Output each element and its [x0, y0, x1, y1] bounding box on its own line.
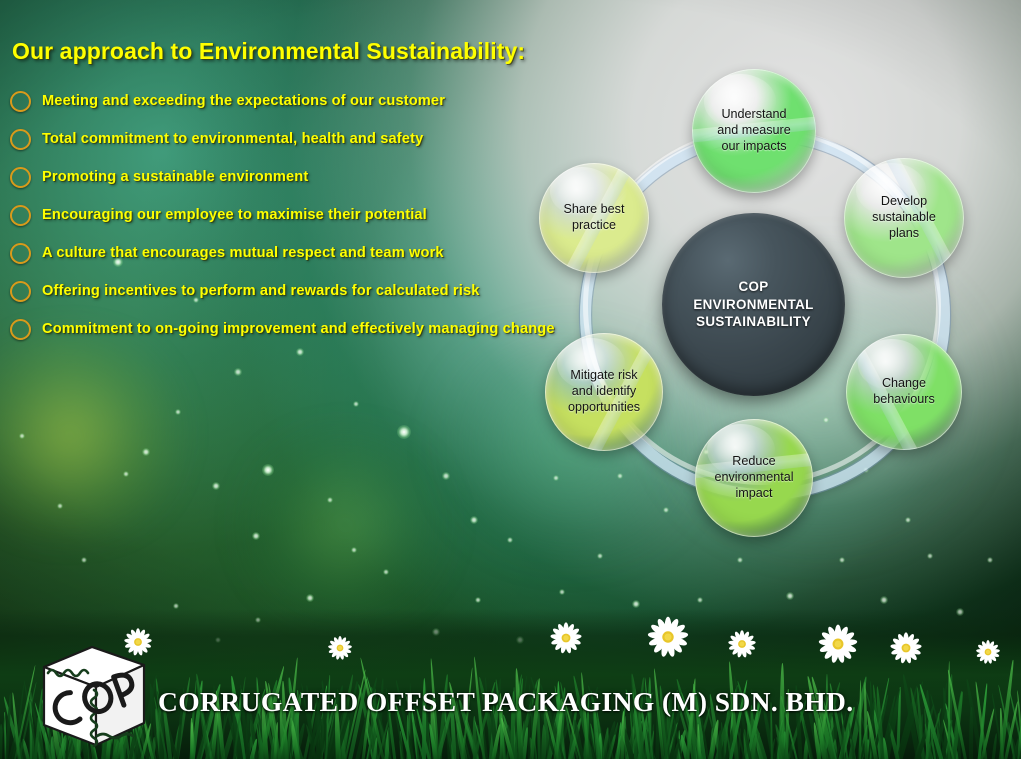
daisy-icon	[646, 615, 690, 659]
cop-logo-icon	[42, 645, 146, 748]
bullet-text: Meeting and exceeding the expectations o…	[42, 93, 446, 109]
bullet-text: Encouraging our employee to maximise the…	[42, 207, 427, 223]
node-label-line: Mitigate risk	[570, 368, 638, 383]
bullet-item: Total commitment to environmental, healt…	[10, 120, 660, 158]
bullet-text: Total commitment to environmental, healt…	[42, 131, 424, 147]
daisy-icon	[889, 631, 923, 665]
bullet-text: A culture that encourages mutual respect…	[42, 245, 444, 261]
bullet-circle-icon	[10, 128, 31, 150]
hub-label-line1: COP	[738, 278, 769, 294]
node-label-line: our impacts	[721, 138, 787, 153]
sustainability-cycle-diagram: COP ENVIRONMENTAL SUSTAINABILITY Underst…	[510, 35, 1021, 615]
page-title: Our approach to Environmental Sustainabi…	[12, 38, 526, 64]
diagram-hub-label: COP ENVIRONMENTAL SUSTAINABILITY	[693, 278, 813, 332]
bullet-circle-icon	[10, 242, 31, 264]
grass-strip	[0, 609, 1021, 759]
bullet-item: Offering incentives to perform and rewar…	[10, 272, 660, 310]
bullet-text: Promoting a sustainable environment	[42, 169, 309, 185]
diagram-hub: COP ENVIRONMENTAL SUSTAINABILITY	[662, 213, 845, 396]
grass-blade	[717, 730, 722, 759]
hub-label-line2: ENVIRONMENTAL	[693, 296, 814, 312]
node-label-line: behaviours	[873, 392, 935, 406]
bullet-item: A culture that encourages mutual respect…	[10, 234, 660, 272]
node-label-line: and measure	[717, 123, 791, 138]
node-label-line: plans	[888, 225, 920, 240]
bullet-item: Commitment to on-going improvement and e…	[10, 310, 660, 348]
bullet-text: Offering incentives to perform and rewar…	[42, 283, 480, 299]
bullet-item: Meeting and exceeding the expectations o…	[10, 82, 660, 120]
daisy-icon	[327, 635, 353, 661]
grass-blade	[968, 707, 973, 759]
bullet-text: Commitment to on-going improvement and e…	[42, 321, 555, 337]
node-label-line: environmental	[714, 470, 794, 485]
daisy-icon	[727, 629, 757, 659]
daisy-icon	[975, 639, 1001, 665]
node-label-line: Develop	[880, 194, 928, 209]
daisy-icon	[123, 627, 153, 657]
bullet-circle-icon	[10, 280, 31, 302]
node-label-line: and identify	[571, 384, 637, 399]
node-label-line: sustainable	[872, 210, 936, 225]
bullet-circle-icon	[10, 90, 31, 112]
bullet-item: Promoting a sustainable environment	[10, 158, 660, 196]
bullet-circle-icon	[10, 318, 31, 340]
daisy-icon	[549, 621, 583, 655]
approach-bullet-list: Meeting and exceeding the expectations o…	[10, 82, 660, 348]
node-label-line: opportunities	[567, 399, 641, 414]
node-label-line: practice	[571, 218, 617, 232]
node-label-line: Understand	[721, 107, 787, 122]
hub-label-line3: SUSTAINABILITY	[696, 314, 811, 330]
node-label-line: Share best	[563, 202, 625, 217]
node-label-line: Change	[881, 376, 927, 391]
cop-logo	[34, 641, 154, 753]
bullet-item: Encouraging our employee to maximise the…	[10, 196, 660, 234]
bullet-circle-icon	[10, 204, 31, 226]
company-name: CORRUGATED OFFSET PACKAGING (M) SDN. BHD…	[158, 686, 854, 717]
node-label-line: impact	[735, 485, 773, 500]
daisy-icon	[817, 623, 859, 665]
bullet-circle-icon	[10, 166, 31, 188]
node-label-line: Reduce	[732, 454, 776, 469]
